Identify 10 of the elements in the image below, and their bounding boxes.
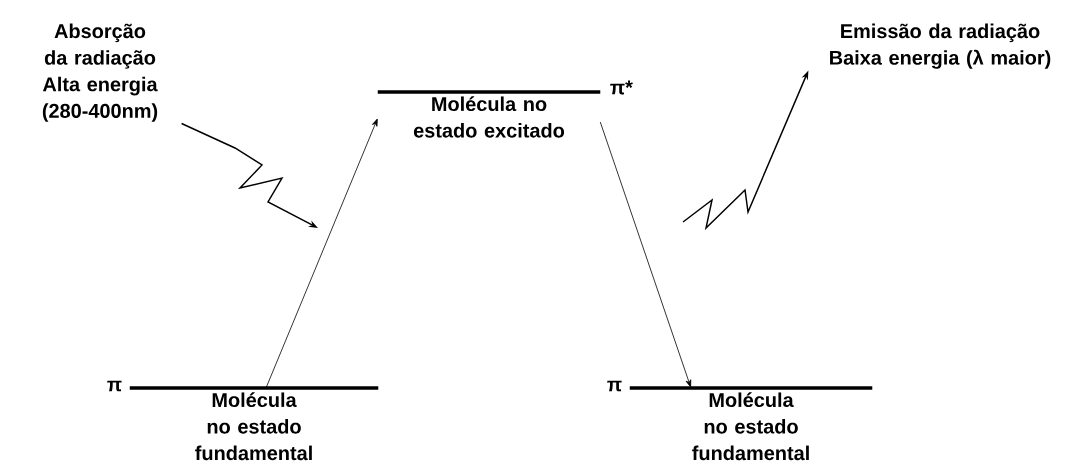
arrow xyxy=(599,121,692,388)
annotation-text: Absorção da radiação Alta energia (280-400nm) xyxy=(42,23,158,122)
level-label: π* xyxy=(610,80,633,95)
level-label: π xyxy=(607,380,622,392)
energy-level: Molécula no estado excitado xyxy=(377,90,601,138)
energy-level: Molécula no estado fundamental xyxy=(129,386,379,461)
energy-level: Molécula no estado fundamental xyxy=(629,386,873,461)
annotation-text: Emissão da radiação Baixa energia (λ maior) xyxy=(830,23,1051,69)
level-label: π xyxy=(107,380,122,392)
arrow xyxy=(265,118,378,389)
